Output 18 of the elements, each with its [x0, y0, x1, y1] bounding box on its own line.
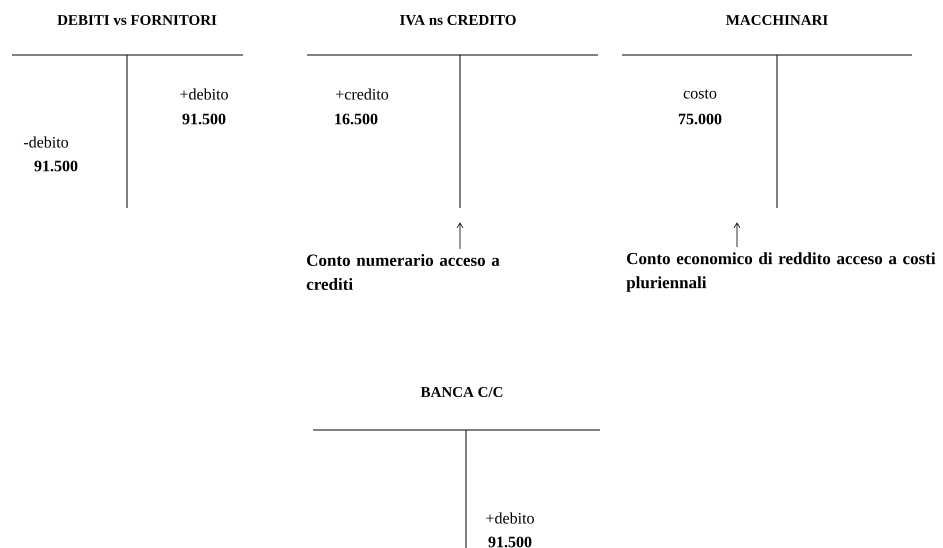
entry-label: costo [684, 89, 716, 99]
entry-label: +credito [336, 88, 388, 100]
amount: 91.500 [182, 114, 226, 124]
entry-label: +debito [486, 512, 534, 524]
entry-label: -debito [24, 136, 68, 148]
account-title: BANCA C/C [420, 386, 502, 398]
arrow [456, 222, 464, 250]
arrow [734, 222, 740, 248]
account-title: MACCHINARI [726, 14, 828, 26]
note-text: Conto economico di reddito acceso a costi pluriennali [626, 252, 936, 292]
entry-label: +debito [180, 88, 228, 100]
account-title: IVA ns CREDITO [400, 14, 516, 26]
amount: 75.000 [678, 114, 722, 124]
account-title: DEBITI vs FORNITORI [57, 14, 216, 26]
amount: 91.500 [34, 160, 78, 172]
amount: 91.500 [488, 536, 532, 548]
amount: 16.500 [335, 114, 378, 124]
note-text: Conto numerario acceso a crediti [306, 254, 500, 290]
